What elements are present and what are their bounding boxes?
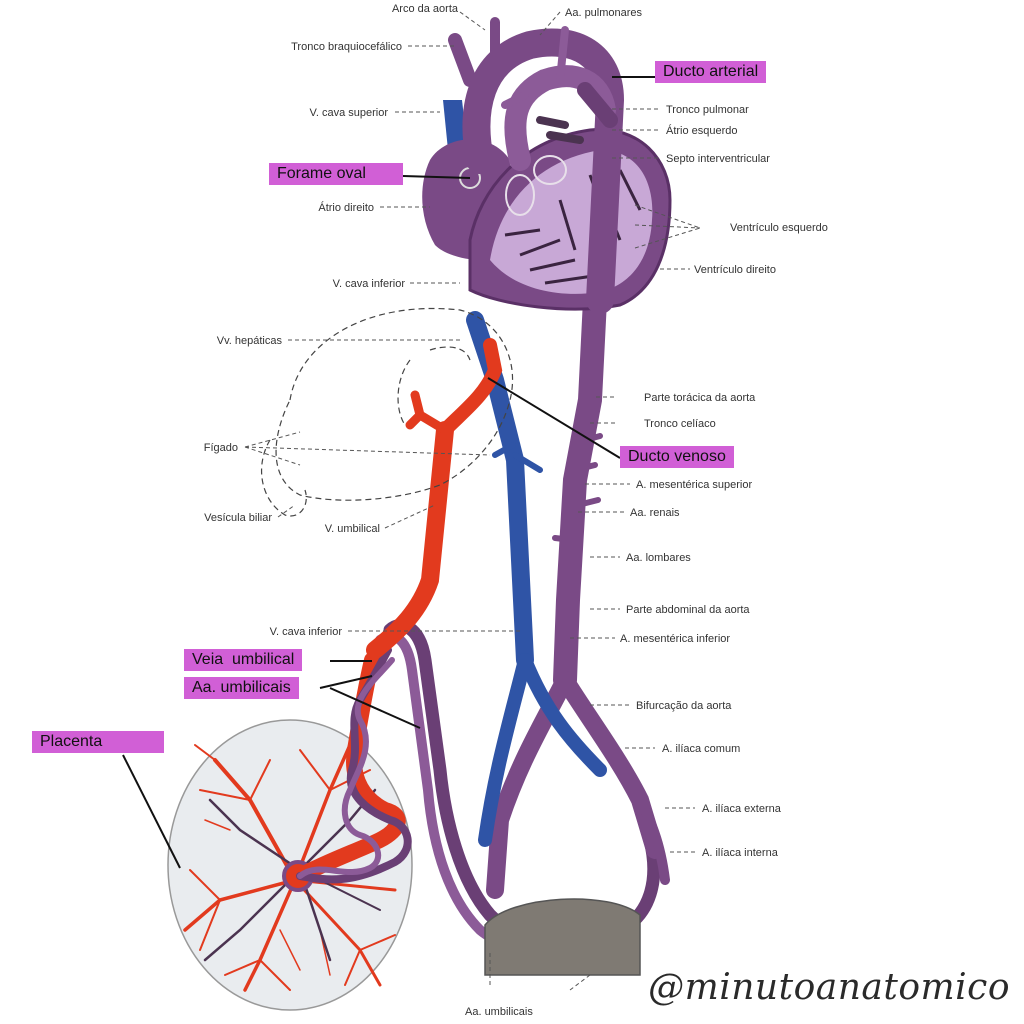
umbilical-vein-trunk <box>366 421 454 659</box>
aortic-branches <box>552 433 603 543</box>
renal-veins <box>492 442 543 473</box>
brachiocephalic-trunk <box>448 33 477 87</box>
highlight-leader-lines <box>122 76 655 869</box>
label-septo-interventricular: Septo interventricular <box>666 153 770 165</box>
portal-branch <box>405 390 450 435</box>
label-v-umbilical: V. umbilical <box>325 523 380 535</box>
label-a-mesenterica-inferior: A. mesentérica inferior <box>620 633 730 645</box>
label-aa-renais: Aa. renais <box>630 507 680 519</box>
external-iliac <box>635 795 670 885</box>
common-iliac-left <box>486 671 574 899</box>
label-arco-aorta: Arco da aorta <box>392 3 459 15</box>
ivc-right-iliac <box>518 653 607 777</box>
aorta <box>486 288 670 899</box>
label-aa-lombares: Aa. lombares <box>626 552 691 564</box>
label-bifurcacao-aorta: Bifurcação da aorta <box>636 700 732 712</box>
label-v-cava-inferior-top: V. cava inferior <box>333 278 406 290</box>
highlight-veia-umbilical: Veia umbilical <box>184 649 303 671</box>
label-tronco-pulmonar: Tronco pulmonar <box>666 104 749 116</box>
label-parte-toracica-aorta: Parte torácica da aorta <box>644 392 756 404</box>
label-figado: Fígado <box>204 442 238 454</box>
pulmonary-veins <box>536 116 584 144</box>
pulmonary-trunk <box>504 65 616 171</box>
highlight-placenta: Placenta <box>32 731 164 753</box>
label-vv-hepaticas: Vv. hepáticas <box>217 335 283 347</box>
label-tronco-braquiocefalico: Tronco braquiocefálico <box>291 41 402 53</box>
label-aa-umbilicais-bottom: Aa. umbilicais <box>465 1006 533 1018</box>
umbilical-cord <box>292 646 412 884</box>
label-aa-pulmonares: Aa. pulmonares <box>565 7 643 19</box>
umbilical-artery-coil-2 <box>297 657 395 879</box>
mitral-valve <box>505 174 535 216</box>
liver-outline <box>261 307 514 517</box>
label-ventriculo-direito: Ventrículo direito <box>694 264 776 276</box>
ivc-left-iliac <box>478 653 532 847</box>
label-vesicula-biliar: Vesícula biliar <box>204 512 272 524</box>
common-iliac-right <box>556 671 664 859</box>
label-a-iliaca-interna: A. ilíaca interna <box>702 847 779 859</box>
great-vessels <box>448 17 625 314</box>
label-v-cava-inferior-bottom: V. cava inferior <box>270 626 343 638</box>
highlight-ducto-venoso: Ducto venoso <box>620 446 734 468</box>
umbilical-vein <box>366 338 503 659</box>
watermark: @minutoanatomico <box>648 967 1010 1008</box>
label-atrio-esquerdo: Átrio esquerdo <box>666 124 738 137</box>
highlight-forame-oval: Forame oval <box>269 163 403 185</box>
label-tronco-celiaco: Tronco celíaco <box>644 418 716 430</box>
urinary-bladder <box>484 898 641 976</box>
highlight-ducto-arterial: Ducto arterial <box>655 61 767 83</box>
highlight-aa-umbilicais: Aa. umbilicais <box>184 677 299 699</box>
label-parte-abdominal-aorta: Parte abdominal da aorta <box>626 604 750 616</box>
label-a-iliaca-externa: A. ilíaca externa <box>702 803 782 815</box>
label-atrio-direito: Átrio direito <box>318 201 374 214</box>
label-ventriculo-esquerdo: Ventrículo esquerdo <box>730 222 828 234</box>
label-v-cava-superior: V. cava superior <box>310 107 389 119</box>
plain-labels: Arco da aorta Aa. pulmonares Tronco braq… <box>204 3 828 1018</box>
ductus-arteriosus <box>577 82 618 128</box>
label-a-iliaca-comum: A. ilíaca comum <box>662 743 740 755</box>
heart <box>422 100 672 311</box>
aortic-arch <box>462 28 625 314</box>
pulmonary-arteries <box>501 26 569 109</box>
tricuspid-valve <box>533 155 567 185</box>
label-a-mesenterica-superior: A. mesentérica superior <box>636 479 752 491</box>
descending-aorta <box>553 288 607 692</box>
label-leader-lines <box>244 11 701 991</box>
ductus-venosus <box>438 338 503 437</box>
